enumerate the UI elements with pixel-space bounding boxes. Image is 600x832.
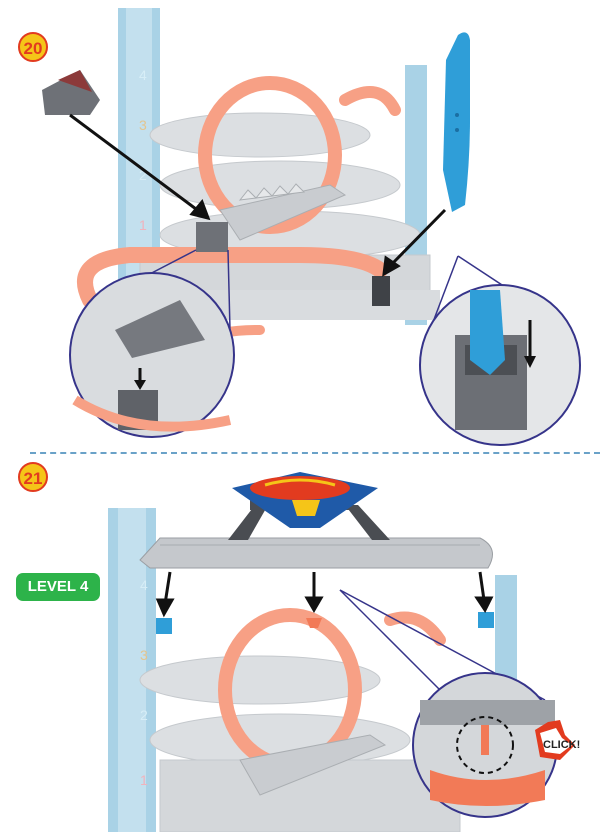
tower-base xyxy=(200,290,440,320)
step-20-illustration: 4 3 2 1 xyxy=(42,8,581,446)
socket xyxy=(372,276,390,306)
shark-jaw xyxy=(219,183,347,241)
svg-text:3: 3 xyxy=(139,117,147,133)
tower-platforms xyxy=(139,655,461,832)
step-number-badge: 20 xyxy=(18,32,48,62)
click-label: CLICK! xyxy=(543,739,580,751)
blue-clip-part xyxy=(443,32,470,212)
svg-text:1: 1 xyxy=(140,772,148,788)
deck-clips xyxy=(156,612,494,634)
arrows xyxy=(69,113,447,277)
level-badge: LEVEL 4 xyxy=(16,573,100,601)
installed-ramp xyxy=(196,222,228,252)
svg-text:2: 2 xyxy=(139,167,147,183)
arrows xyxy=(155,571,494,618)
svg-text:4: 4 xyxy=(139,67,147,83)
step-divider xyxy=(30,452,600,454)
step-number-badge: 21 xyxy=(18,462,48,492)
ramp-part xyxy=(42,70,100,115)
svg-text:2: 2 xyxy=(140,707,148,723)
hot-wheels-logo xyxy=(232,472,378,528)
zoom-circle-click: CLICK! xyxy=(412,672,580,818)
svg-text:4: 4 xyxy=(140,577,148,593)
zoom-circle-clip xyxy=(419,284,581,446)
svg-text:1: 1 xyxy=(139,217,147,233)
zoom-circle-ramp xyxy=(69,272,235,438)
shark-jaw xyxy=(239,734,387,796)
top-deck xyxy=(139,537,493,569)
svg-text:3: 3 xyxy=(140,647,148,663)
